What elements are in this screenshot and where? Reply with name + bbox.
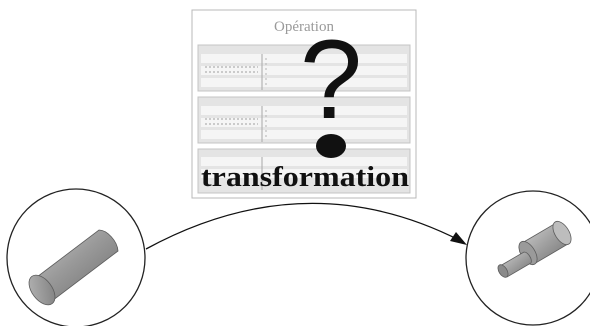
final-part-view	[465, 190, 590, 326]
stepped-cylinder-icon	[497, 220, 572, 278]
sheet-block-2	[197, 96, 411, 144]
sheet-block-3	[197, 148, 411, 194]
sheet-block-1	[197, 44, 411, 92]
transformation-arrow	[145, 202, 467, 250]
sheet-title: Opération	[274, 19, 334, 35]
question-mark-dot	[316, 134, 346, 158]
initial-part-view	[6, 188, 146, 326]
operation-sheet: Opération	[191, 9, 417, 199]
question-mark-overlay: ?	[300, 17, 362, 142]
raw-cylinder-icon	[28, 229, 119, 306]
transformation-label: transformation	[201, 161, 409, 193]
